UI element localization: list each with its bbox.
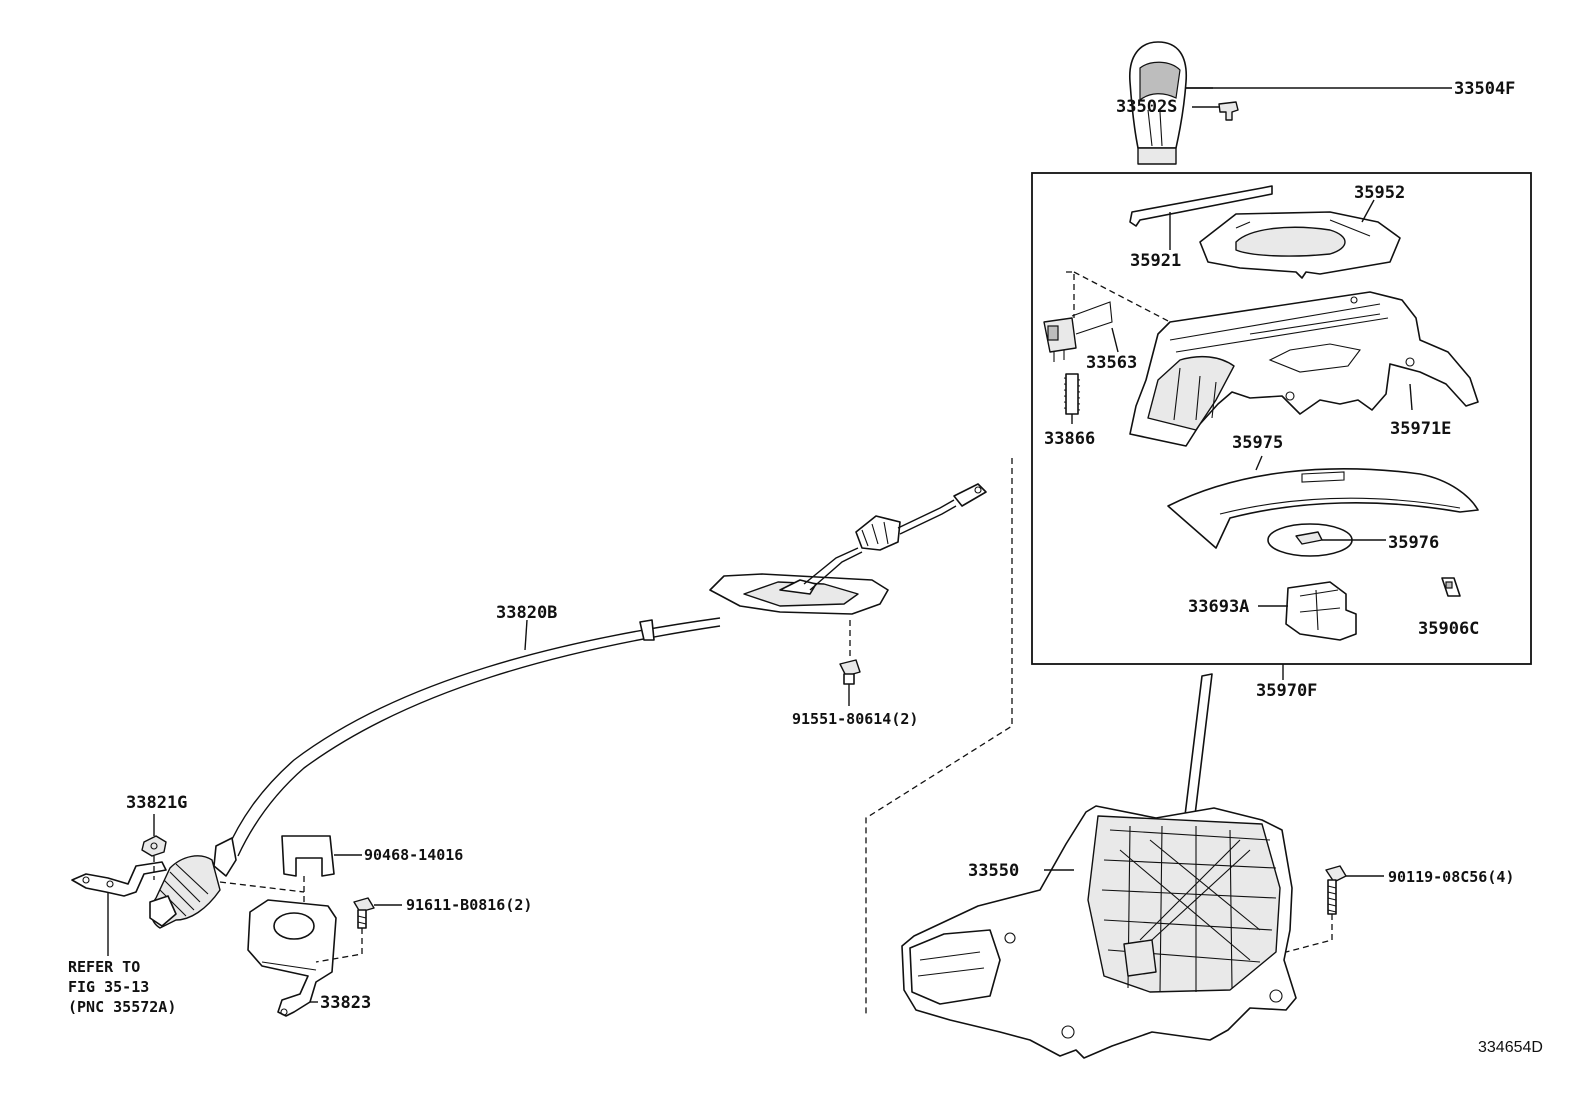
bolt-91551[interactable]	[839, 659, 861, 685]
label-90119: 90119-08C56(4)	[1388, 868, 1514, 886]
label-35971E: 35971E	[1390, 419, 1451, 439]
dash-33563	[1066, 271, 1171, 323]
label-33823: 33823	[320, 993, 371, 1013]
cover-35975[interactable]	[1167, 468, 1479, 549]
switch-33563[interactable]	[1043, 301, 1113, 362]
clip-33502S[interactable]	[1218, 101, 1239, 121]
label-35906C: 35906C	[1418, 619, 1479, 639]
leader-33563	[1111, 327, 1119, 353]
refer-line-2: FIG 35-13	[68, 978, 149, 996]
label-91551: 91551-80614(2)	[792, 710, 918, 728]
clip-90468[interactable]	[281, 835, 335, 877]
clip-35906C[interactable]	[1441, 577, 1461, 597]
diagram-id: 334654D	[1478, 1039, 1543, 1056]
leader-35952	[1361, 199, 1375, 223]
label-33550: 33550	[968, 861, 1019, 881]
dash-cable-to-base	[865, 458, 1013, 1016]
shifter-base-33550[interactable]	[901, 805, 1297, 1059]
label-35975: 35975	[1232, 433, 1283, 453]
bolt-91611[interactable]	[353, 897, 375, 929]
label-90468: 90468-14016	[364, 846, 463, 864]
bolt-90119[interactable]	[1325, 865, 1347, 915]
bracket-33823[interactable]	[247, 899, 337, 1017]
assembly-frame	[1031, 172, 1532, 665]
label-33821G: 33821G	[126, 793, 187, 813]
refer-line-3: (PNC 35572A)	[68, 998, 176, 1016]
label-35921: 35921	[1130, 251, 1181, 271]
shift-cable-33820B[interactable]	[149, 483, 987, 929]
label-33820B: 33820B	[496, 603, 557, 623]
dash-91611	[315, 928, 363, 963]
dash-90119	[1285, 914, 1333, 953]
spring-33866[interactable]	[1063, 373, 1081, 415]
trim-strip-35921[interactable]	[1129, 185, 1273, 227]
nut-33821G[interactable]	[141, 835, 167, 857]
label-33504F: 33504F	[1454, 79, 1515, 99]
block-33693A[interactable]	[1285, 581, 1357, 641]
label-33693A: 33693A	[1188, 597, 1249, 617]
leader-35975	[1255, 455, 1263, 471]
label-33563: 33563	[1086, 353, 1137, 373]
bracket-35572A[interactable]	[71, 861, 167, 897]
shift-knob[interactable]	[1129, 41, 1187, 165]
housing-35971E[interactable]	[1129, 291, 1479, 447]
indicator-plate-35952[interactable]	[1199, 211, 1401, 279]
refer-line-1: REFER TO	[68, 958, 140, 976]
label-91611: 91611-B0816(2)	[406, 896, 532, 914]
dash-90468	[219, 876, 305, 906]
leader-33820B	[524, 619, 528, 651]
label-33502S: 33502S	[1116, 97, 1177, 117]
label-35952: 35952	[1354, 183, 1405, 203]
leader-35971E	[1409, 383, 1413, 411]
label-35976: 35976	[1388, 533, 1439, 553]
label-35970F: 35970F	[1256, 681, 1317, 701]
label-33866: 33866	[1044, 429, 1095, 449]
